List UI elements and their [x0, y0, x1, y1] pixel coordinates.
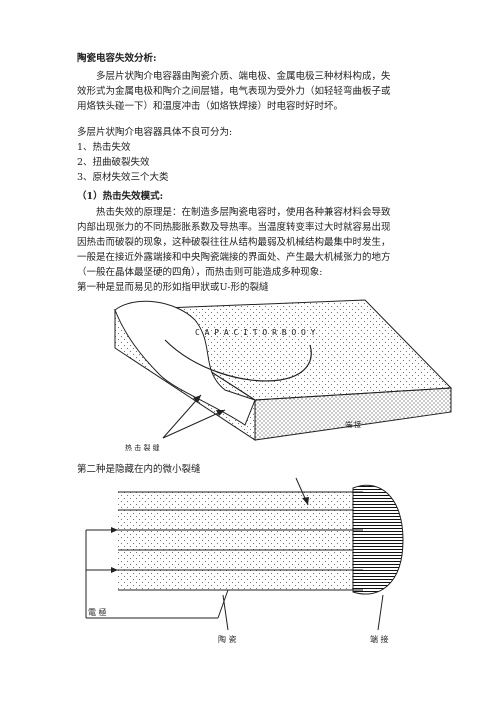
section-heading: （1）热击失效模式: [77, 191, 164, 202]
ceramic-label: 陶 瓷 [218, 634, 237, 644]
crack-arrow-1 [162, 394, 202, 439]
end-label: 端 接 [345, 420, 361, 429]
doc-title: 陶瓷电容失效分析: [77, 53, 157, 64]
list-item-3: 3、原材失效三个大类 [77, 172, 169, 183]
crack-label: 热 击 裂 缝 [125, 443, 160, 452]
section-line-1: 热击失效的原理是：在制造多层陶瓷电容时，使用各种兼容材料会导致 [96, 207, 391, 218]
list-item-1: 1、热击失效 [77, 142, 131, 153]
list-intro: 多层片状陶介电容器具体不良可分为: [77, 127, 233, 138]
crack-arrow-2 [162, 409, 226, 439]
section-line-4: 一般是在接近外露端接和中央陶瓷端接的界面处、产生最大机械张力的地方 [77, 252, 391, 263]
intro-line-1: 多层片状陶介电容器由陶瓷介质、端电极、金属电极三种材料构成，失 [96, 71, 391, 82]
termination-cap [352, 484, 404, 595]
termination-label: 端 接 [370, 634, 389, 644]
intro-line-2: 效形式为金属电极和陶介之间层错，电气表现为受外力（如轻轻弯曲板子或 [77, 86, 391, 97]
u-crack-line [164, 339, 312, 382]
intro-line-3: 用烙铁头碰一下）和温度冲击（如烙铁焊接）时电容时好时坏。 [77, 101, 344, 112]
micro-crack-figure: 電 極 陶 瓷 端 接 [85, 477, 404, 644]
electrode-label: 電 極 [88, 607, 107, 617]
section-line-2: 内部出现张力的不同热膨胀系数及导热率。当温度转变率过大时就容易出现 [77, 222, 391, 233]
case-1-caption: 第一种是显而易见的形如指甲狀或U-形的裂縫 [77, 282, 269, 293]
cracked-corner [114, 300, 256, 426]
section-line-5: （一般在晶体最坚硬的四角），而热击则可能造成多种现象: [77, 267, 323, 278]
ceramic-body [118, 490, 363, 590]
list-item-2: 2、扭曲破裂失效 [77, 157, 150, 168]
case-2-caption: 第二种是隐藏在内的微小裂缝 [77, 464, 201, 475]
section-line-3: 因热击而破裂的现象，这种破裂往往从结构最弱及机械结构最集中时发生， [77, 237, 391, 248]
capacitor-crack-figure: C A P A C I T O R B O O Y 端 接 热 击 裂 缝 [113, 299, 453, 452]
body-label: C A P A C I T O R B O O Y [195, 328, 316, 337]
